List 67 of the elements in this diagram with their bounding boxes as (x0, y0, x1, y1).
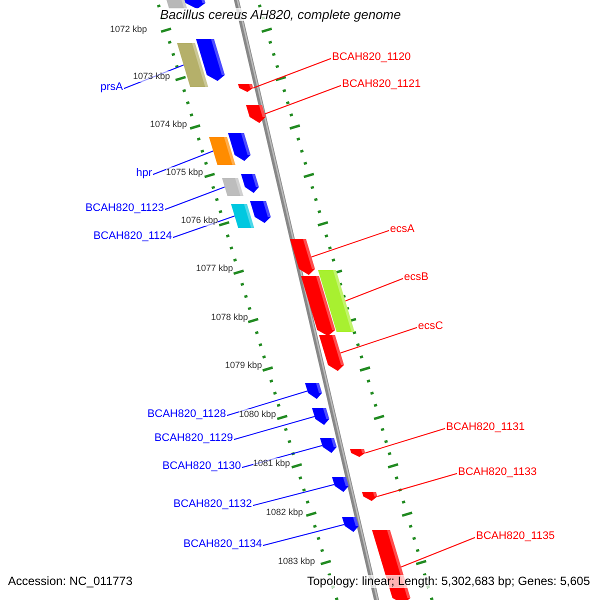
gene-pentagon (332, 477, 350, 492)
leader-line (152, 150, 214, 175)
gene-pentagon (320, 438, 338, 453)
scale-label: 1074 kbp (150, 119, 188, 130)
gene-label: BCAH820_1133 (458, 466, 537, 479)
leader-line (264, 85, 342, 114)
scale-label: 1082 kbp (266, 507, 304, 518)
scale-label: 1077 kbp (196, 263, 234, 274)
gene-block (177, 43, 208, 87)
leader-line (252, 58, 332, 88)
gene-label: BCAH820_1123 (85, 202, 164, 215)
gene-label: ecsA (390, 223, 414, 236)
leader-line (242, 445, 323, 468)
scale-label: 1083 kbp (278, 556, 316, 567)
leader-line (310, 230, 390, 258)
scale-label: 1081 kbp (253, 458, 290, 469)
leader-line (364, 428, 446, 454)
gene-label: ecsB (404, 271, 428, 284)
leader-line (376, 473, 458, 497)
gene-block (222, 178, 244, 196)
gene-label: BCAH820_1130 (162, 460, 241, 473)
gene-pentagon (312, 408, 332, 425)
leader-line (172, 216, 236, 238)
leader-line (400, 537, 476, 568)
gene-pentagon (250, 201, 273, 223)
gene-pentagon (350, 449, 366, 457)
gene-label: BCAH820_1131 (446, 421, 525, 434)
scale-label: 1073 kbp (133, 71, 170, 82)
gene-label: BCAH820_1121 (342, 78, 421, 91)
gene-label: BCAH820_1124 (93, 230, 172, 243)
gene-pentagon (196, 39, 227, 81)
leader-line (226, 390, 308, 416)
gene-pentagon (238, 84, 254, 92)
gene-pentagon (228, 133, 252, 161)
gene-pentagon (305, 383, 324, 399)
leader-line (262, 524, 345, 546)
gene-pentagon (246, 105, 268, 123)
leader-line (340, 327, 418, 354)
footer-text: Accession: NC_011773 (8, 575, 133, 588)
gene-block (318, 270, 355, 332)
leader-line (124, 64, 184, 89)
scale-label: 1080 kbp (239, 409, 276, 420)
gene-pentagon (290, 239, 317, 275)
scale-label: 1075 kbp (166, 167, 204, 178)
scale-label: 1076 kbp (181, 215, 218, 226)
scale-label: 1079 kbp (225, 360, 262, 371)
gene-label: BCAH820_1129 (154, 432, 233, 445)
gene-label: ecsC (418, 320, 444, 333)
gene-label: hpr (136, 167, 152, 180)
leader-line (252, 484, 335, 506)
gene-pentagon (241, 174, 261, 193)
gene-label: BCAH820_1132 (173, 498, 252, 511)
gene-label: BCAH820_1128 (147, 408, 226, 421)
leader-line (344, 278, 404, 302)
gene-label: BCAH820_1134 (183, 538, 262, 551)
gene-label: BCAH820_1135 (476, 530, 555, 543)
gene-pentagon (342, 517, 360, 532)
gene-label: prsA (100, 81, 123, 94)
gene-label: BCAH820_1120 (332, 51, 411, 64)
leader-line (164, 186, 226, 210)
gene-pentagon (362, 492, 379, 501)
gene-block (209, 137, 236, 165)
gene-block (231, 204, 254, 228)
leader-line (234, 416, 316, 440)
scale-label: 1072 kbp (110, 24, 148, 35)
gene-pentagon (319, 335, 346, 371)
scale-label: 1078 kbp (211, 312, 248, 323)
